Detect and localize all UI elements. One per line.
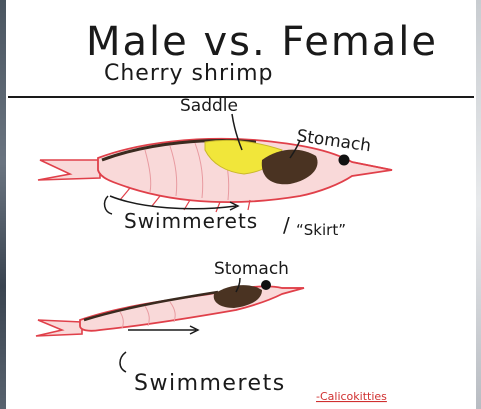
male-swimmeret-hook: [120, 352, 126, 372]
male-body: [80, 286, 304, 330]
skirt-label: “Skirt”: [296, 221, 346, 239]
male-shrimp: [36, 280, 304, 336]
male-tail: [36, 320, 82, 336]
slash-separator: /: [283, 213, 290, 237]
male-eye: [261, 280, 271, 290]
female-swimmerets-label: Swimmerets: [124, 209, 258, 233]
saddle-label: Saddle: [180, 96, 238, 116]
male-stomach-label: Stomach: [214, 259, 289, 279]
female-tail: [38, 160, 100, 180]
female-swimmeret-hook: [105, 196, 112, 214]
credit-signature: -Calicokitties: [316, 390, 387, 403]
title-sub: Cherry shrimp: [104, 61, 274, 86]
title-main: Male vs. Female: [86, 19, 438, 65]
female-eye: [339, 155, 350, 166]
male-swimmerets-label: Swimmerets: [134, 371, 286, 396]
